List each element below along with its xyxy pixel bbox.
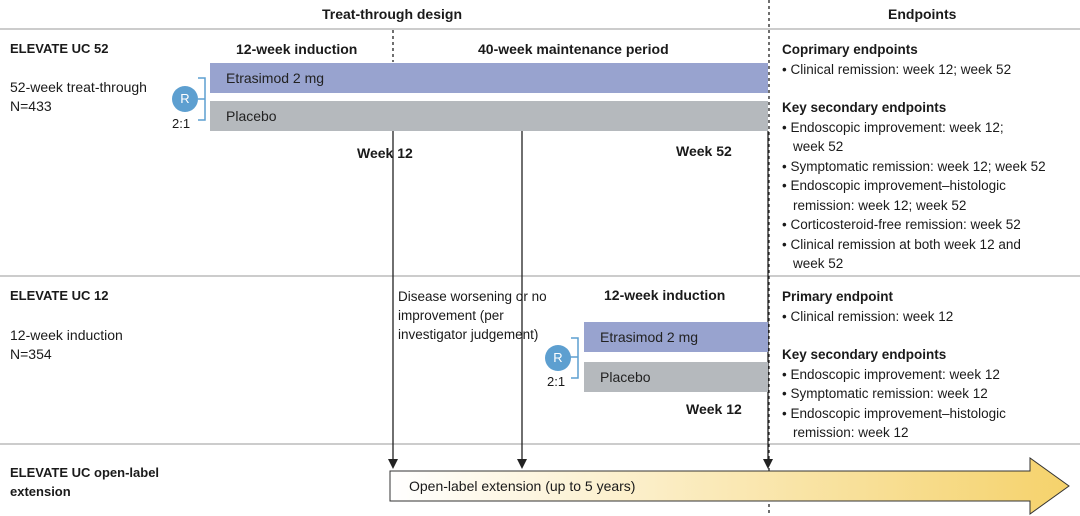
uc12-subtitle: 12-week induction <box>10 327 123 343</box>
ole-arrow-label: Open-label extension (up to 5 years) <box>409 478 636 494</box>
uc52-drug-bar: Etrasimod 2 mg <box>210 63 768 93</box>
ole-arrow <box>389 457 1070 515</box>
uc52-secondary-title: Key secondary endpoints <box>782 100 947 115</box>
uc52-secondary-item: • Corticosteroid-free remission: week 52 <box>782 217 1021 232</box>
uc52-coprimary-item: • Clinical remission: week 12; week 52 <box>782 61 1012 77</box>
uc52-endpoints: Coprimary endpoints • Clinical remission… <box>782 40 1072 274</box>
uc52-randomization-icon: R <box>172 86 198 112</box>
uc52-coprimary-title: Coprimary endpoints <box>782 42 918 57</box>
uc12-induction-label: 12-week induction <box>604 287 726 303</box>
uc12-secondary-item: • Endoscopic improvement: week 12 <box>782 366 1000 382</box>
endpoints-title: Endpoints <box>888 6 957 22</box>
uc12-primary-title: Primary endpoint <box>782 289 894 304</box>
uc12-endpoints: Primary endpoint • Clinical remission: w… <box>782 287 1072 443</box>
uc12-secondary-item: • Symptomatic remission: week 12 <box>782 386 988 401</box>
uc52-secondary-item: • Endoscopic improvement–histologic remi… <box>782 178 1006 213</box>
uc12-randomization-icon: R <box>545 345 571 371</box>
uc52-placebo-bar: Placebo <box>210 101 768 131</box>
uc12-n: N=354 <box>10 346 52 362</box>
uc52-induction-label: 12-week induction <box>236 41 358 57</box>
uc52-week52-label: Week 52 <box>676 143 732 159</box>
uc12-ratio: 2:1 <box>547 374 566 389</box>
uc12-secondary-item: • Endoscopic improvement–histologic remi… <box>782 405 1006 441</box>
uc52-week12-label: Week 12 <box>357 145 413 161</box>
uc52-secondary-item: • Clinical remission at both week 12 and… <box>782 236 1021 272</box>
uc52-secondary-item: • Endoscopic improvement: week 12; week … <box>782 119 1004 155</box>
uc12-bracket <box>571 337 579 379</box>
disease-worsening-note: Disease worsening or no improvement (per… <box>398 289 547 342</box>
uc12-drug-bar: Etrasimod 2 mg <box>584 322 768 352</box>
uc52-secondary-item: • Symptomatic remission: week 12; week 5… <box>782 158 1046 174</box>
design-title: Treat-through design <box>322 6 462 22</box>
uc52-ratio: 2:1 <box>172 116 191 131</box>
uc12-primary-item: • Clinical remission: week 12 <box>782 308 954 324</box>
uc52-n: N=433 <box>10 98 52 114</box>
uc52-subtitle: 52-week treat-through <box>10 79 147 95</box>
uc52-maintenance-label: 40-week maintenance period <box>478 41 669 57</box>
uc12-name: ELEVATE UC 12 <box>10 288 109 303</box>
uc12-secondary-title: Key secondary endpoints <box>782 347 947 362</box>
uc12-week12-label: Week 12 <box>686 401 742 417</box>
uc52-name: ELEVATE UC 52 <box>10 41 109 56</box>
ole-name: ELEVATE UC open-label extension <box>10 465 160 499</box>
uc12-placebo-bar: Placebo <box>584 362 768 392</box>
